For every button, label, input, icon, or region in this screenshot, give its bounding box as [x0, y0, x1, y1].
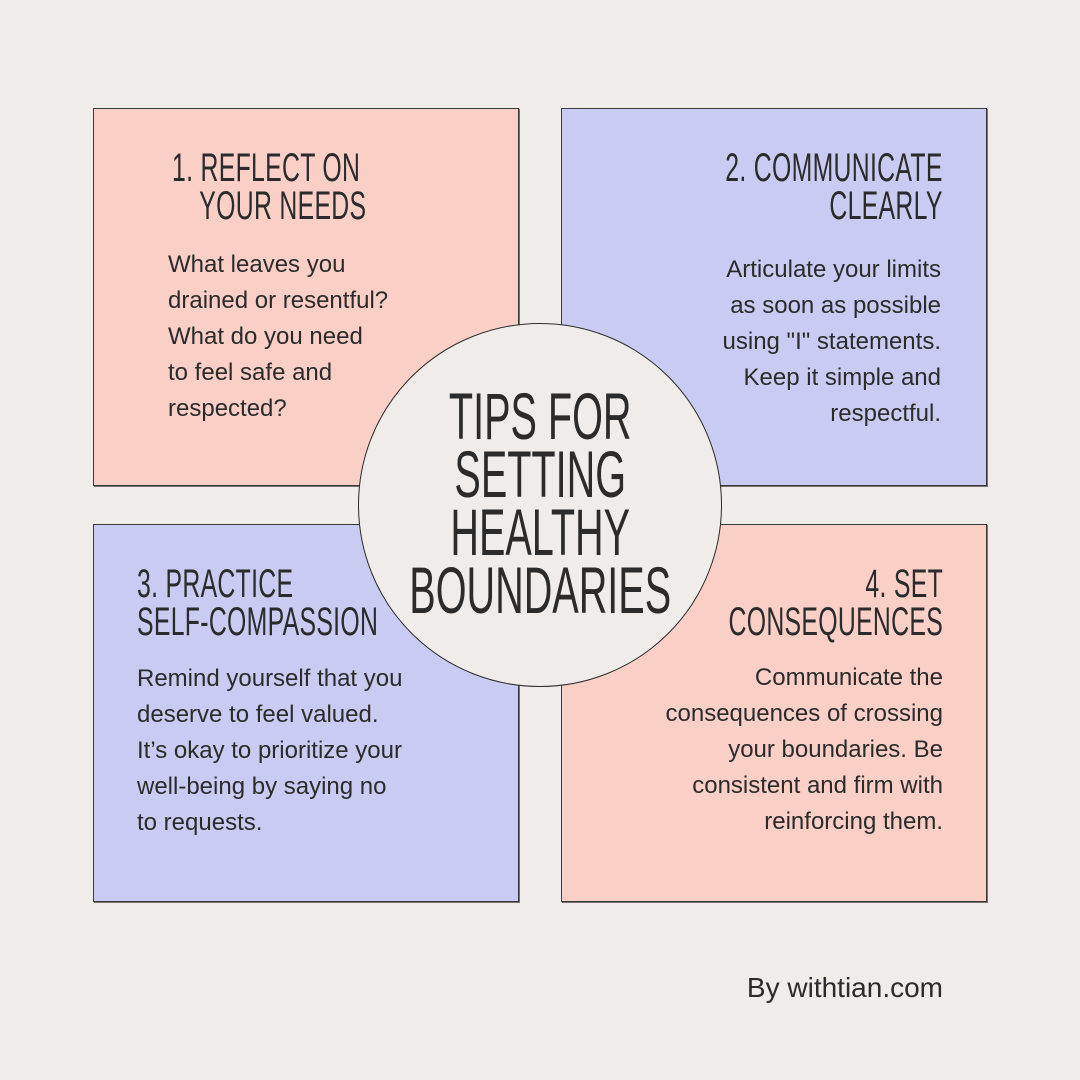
page-title: TIPS FOR SETTING HEALTHY BOUNDARIES	[409, 379, 671, 627]
tip-body-line: respected?	[168, 395, 287, 422]
tip-body: Articulate your limits as soon as possib…	[723, 252, 941, 432]
tip-body-line: deserve to feel valued.	[137, 701, 379, 728]
tip-card-reflect: 1. REFLECT ON YOUR NEEDS What leaves you…	[93, 108, 519, 486]
tip-body-line: What do you need	[168, 323, 363, 350]
tip-body-line: respectful.	[830, 400, 941, 427]
tip-body-line: to requests.	[137, 809, 263, 836]
center-circle: TIPS FOR SETTING HEALTHY BOUNDARIES	[358, 323, 722, 687]
tip-body-line: drained or resentful?	[168, 287, 389, 314]
tip-title: 3. PRACTICE SELF-COMPASSION	[137, 562, 379, 644]
tip-title-line: CLEARLY	[829, 184, 943, 228]
tip-title: 2. COMMUNICATE CLEARLY	[725, 146, 943, 228]
tip-title-line: 3. PRACTICE	[137, 562, 294, 606]
tip-body: What leaves you drained or resentful? Wh…	[168, 247, 388, 427]
tip-title-line: CONSEQUENCES	[728, 600, 943, 644]
tip-title-line: YOUR NEEDS	[199, 184, 367, 228]
tip-body-line: What leaves you	[168, 251, 346, 278]
tip-title: 4. SET CONSEQUENCES	[728, 562, 943, 644]
tip-body-line: Communicate the	[754, 664, 943, 691]
tip-body-line: Articulate your limits	[726, 256, 941, 283]
tip-body-line: as soon as possible	[730, 292, 941, 319]
tip-title-line: SELF-COMPASSION	[137, 600, 379, 644]
page-title-line: TIPS FOR	[448, 379, 632, 453]
tip-body-line: Keep it simple and	[743, 364, 941, 391]
page-title-line: SETTING	[454, 437, 626, 511]
tip-title-line: 1. REFLECT ON	[172, 146, 361, 190]
page-title-line: BOUNDARIES	[409, 553, 671, 627]
tip-body: Remind yourself that you deserve to feel…	[137, 661, 402, 841]
tip-body-line: reinforcing them.	[764, 808, 943, 835]
tip-body: Communicate the consequences of crossing…	[666, 660, 944, 840]
tip-body-line: using "I" statements.	[722, 328, 941, 355]
page-title-line: HEALTHY	[450, 495, 630, 569]
tip-body-line: your boundaries. Be	[728, 736, 943, 763]
tip-body-line: well-being by saying no	[137, 773, 387, 800]
tip-body-line: consequences of crossing	[665, 700, 944, 727]
tip-title-line: 2. COMMUNICATE	[725, 146, 943, 190]
tip-body-line: Remind yourself that you	[137, 665, 403, 692]
tip-card-consequences: 4. SET CONSEQUENCES Communicate the cons…	[561, 524, 987, 902]
tip-card-self-compassion: 3. PRACTICE SELF-COMPASSION Remind yours…	[93, 524, 519, 902]
tip-body-line: consistent and firm with	[692, 772, 943, 799]
tip-body-line: It’s okay to prioritize your	[137, 737, 402, 764]
tip-title: 1. REFLECT ON YOUR NEEDS	[172, 146, 367, 228]
credit-text: By withtian.com	[746, 972, 943, 1003]
tip-title-line: 4. SET	[865, 562, 943, 606]
tip-body-line: to feel safe and	[168, 359, 333, 386]
